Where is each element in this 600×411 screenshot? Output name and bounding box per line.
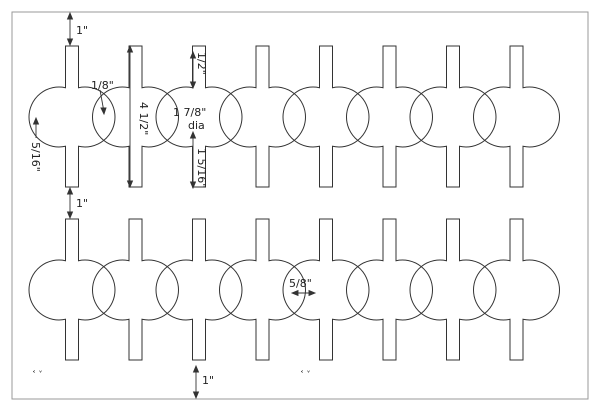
piece-length-arrow-up	[126, 44, 134, 53]
piece-length-arrow-down	[126, 180, 134, 189]
row-gap-arrow-up	[66, 186, 74, 195]
slit-width-label: 1/8"	[91, 79, 114, 92]
sheet-border	[11, 11, 589, 400]
cutout-piece-row2-8	[472, 218, 561, 361]
circle-gap-arrow-right	[308, 289, 317, 297]
circle-gap-arrow-left	[290, 289, 299, 297]
cutout-piece-row2-5	[282, 218, 370, 361]
cutout-piece-row2-4	[218, 218, 307, 361]
cutout-piece-row1-2	[92, 45, 179, 188]
circle-gap-label: 5/8"	[289, 277, 312, 290]
left-tab-arrow-up	[32, 116, 40, 125]
bottom-margin-arrow-down	[192, 391, 200, 400]
tab-length-label: 1 5/16"	[195, 148, 208, 188]
tab-length-arrow-up	[189, 130, 197, 139]
cutout-piece-row2-6	[345, 218, 434, 361]
stray-mark-right: ˂ ˅	[300, 369, 311, 379]
bottom-margin-arrow-up	[192, 364, 200, 373]
top-margin-label: 1"	[76, 24, 88, 37]
row-gap-arrow-down	[66, 211, 74, 220]
tab-width-arrow-up	[189, 50, 197, 59]
tab-width-label: 1/2"	[195, 52, 208, 75]
cutout-piece-row1-4	[219, 45, 306, 188]
cutout-piece-row1-6	[346, 45, 433, 188]
cutout-piece-row2-2	[91, 218, 180, 361]
tab-length-arrow-down	[189, 181, 197, 190]
cutout-piece-row1-3	[155, 45, 243, 188]
bottom-margin-label: 1"	[202, 374, 214, 387]
piece-grid	[28, 45, 561, 361]
slit-arrow	[100, 107, 107, 116]
row-gap-label: 1"	[76, 197, 88, 210]
circle-diameter-unit-label: dia	[188, 119, 205, 132]
cutout-piece-row2-1	[28, 218, 116, 361]
cutout-piece-row1-1	[28, 45, 116, 188]
stray-mark-left: ˂ ˅	[32, 369, 43, 379]
cutout-piece-row1-8	[473, 45, 560, 188]
cutout-piece-row2-7	[409, 218, 497, 361]
cutout-piece-row1-5	[282, 45, 370, 188]
top-margin-arrow-down	[66, 38, 74, 47]
cutout-piece-row1-7	[409, 45, 497, 188]
circle-diameter-label: 1 7/8"	[173, 106, 206, 119]
tab-width-arrow-down	[189, 81, 197, 90]
left-tab-length-label: 5/16"	[29, 142, 42, 172]
top-margin-arrow-up	[66, 11, 74, 20]
piece-length-label: 4 1/2"	[137, 102, 150, 135]
cutout-piece-row2-3	[155, 218, 243, 361]
dimension-annotations	[32, 11, 317, 400]
